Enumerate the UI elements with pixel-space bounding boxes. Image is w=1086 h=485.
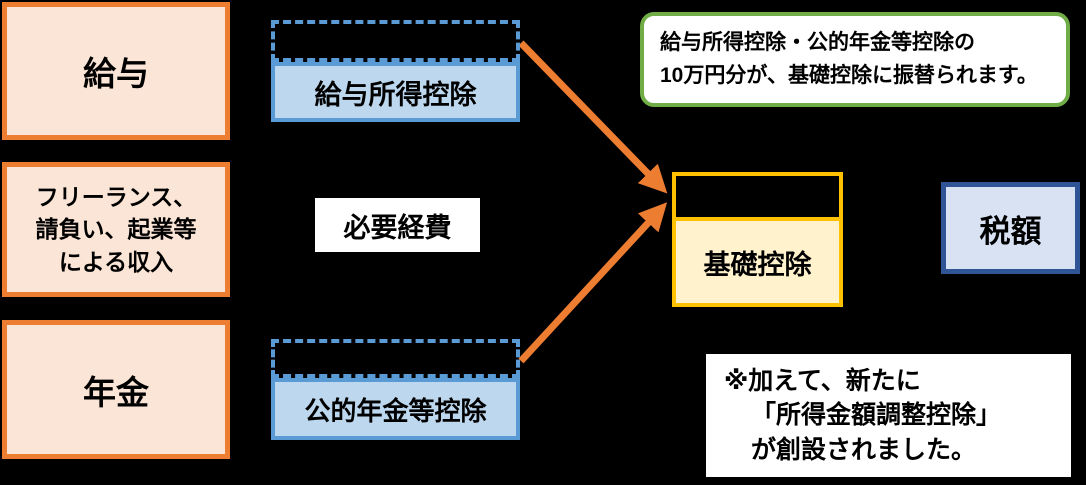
basic-deduction-added-portion [676,176,839,221]
footnote-line2: 「所得金額調整控除」 [751,401,1002,430]
freelance-income-box: フリーランス、 請負い、起業等 による収入 [2,162,230,297]
salary-income-box: 給与 [2,2,230,140]
transfer-note-callout: 給与所得控除・公的年金等控除の 10万円分が、基礎控除に振替られます。 [640,12,1070,107]
pension-deduction-removed-portion-box [271,339,520,378]
transfer-note-line2: 10万円分が、基礎控除に振替られます。 [660,63,1038,87]
freelance-income-line3: による収入 [58,248,174,275]
salary-deduction-box: 給与所得控除 [271,62,520,122]
pension-deduction-label: 公的年金等控除 [304,395,487,426]
necessary-expenses-label: 必要経費 [343,212,452,243]
pension-income-label: 年金 [83,373,149,411]
adjustment-deduction-footnote: ※加えて、新たに 「所得金額調整控除」 が創設されました。 [706,354,1071,477]
transfer-note-line1: 給与所得控除・公的年金等控除の [660,30,975,54]
pension-deduction-box: 公的年金等控除 [271,378,520,440]
salary-income-label: 給与 [83,55,149,92]
necessary-expenses-box: 必要経費 [315,198,480,252]
footnote-line3: が創設されました。 [751,435,977,464]
basic-deduction-label: 基礎控除 [703,249,812,280]
arrow-pension-deduction-to-basic [518,202,668,364]
basic-deduction-box: 基礎控除 [672,172,843,307]
salary-deduction-removed-portion-box [271,20,520,62]
footnote-line1: ※加えて、新たに [724,366,921,395]
pension-income-box: 年金 [2,320,230,459]
salary-deduction-label: 給与所得控除 [314,79,477,110]
freelance-income-line2: 請負い、起業等 [35,216,197,243]
tax-amount-box: 税額 [941,182,1080,274]
freelance-income-line1: フリーランス、 [35,184,197,211]
tax-amount-label: 税額 [979,213,1042,249]
